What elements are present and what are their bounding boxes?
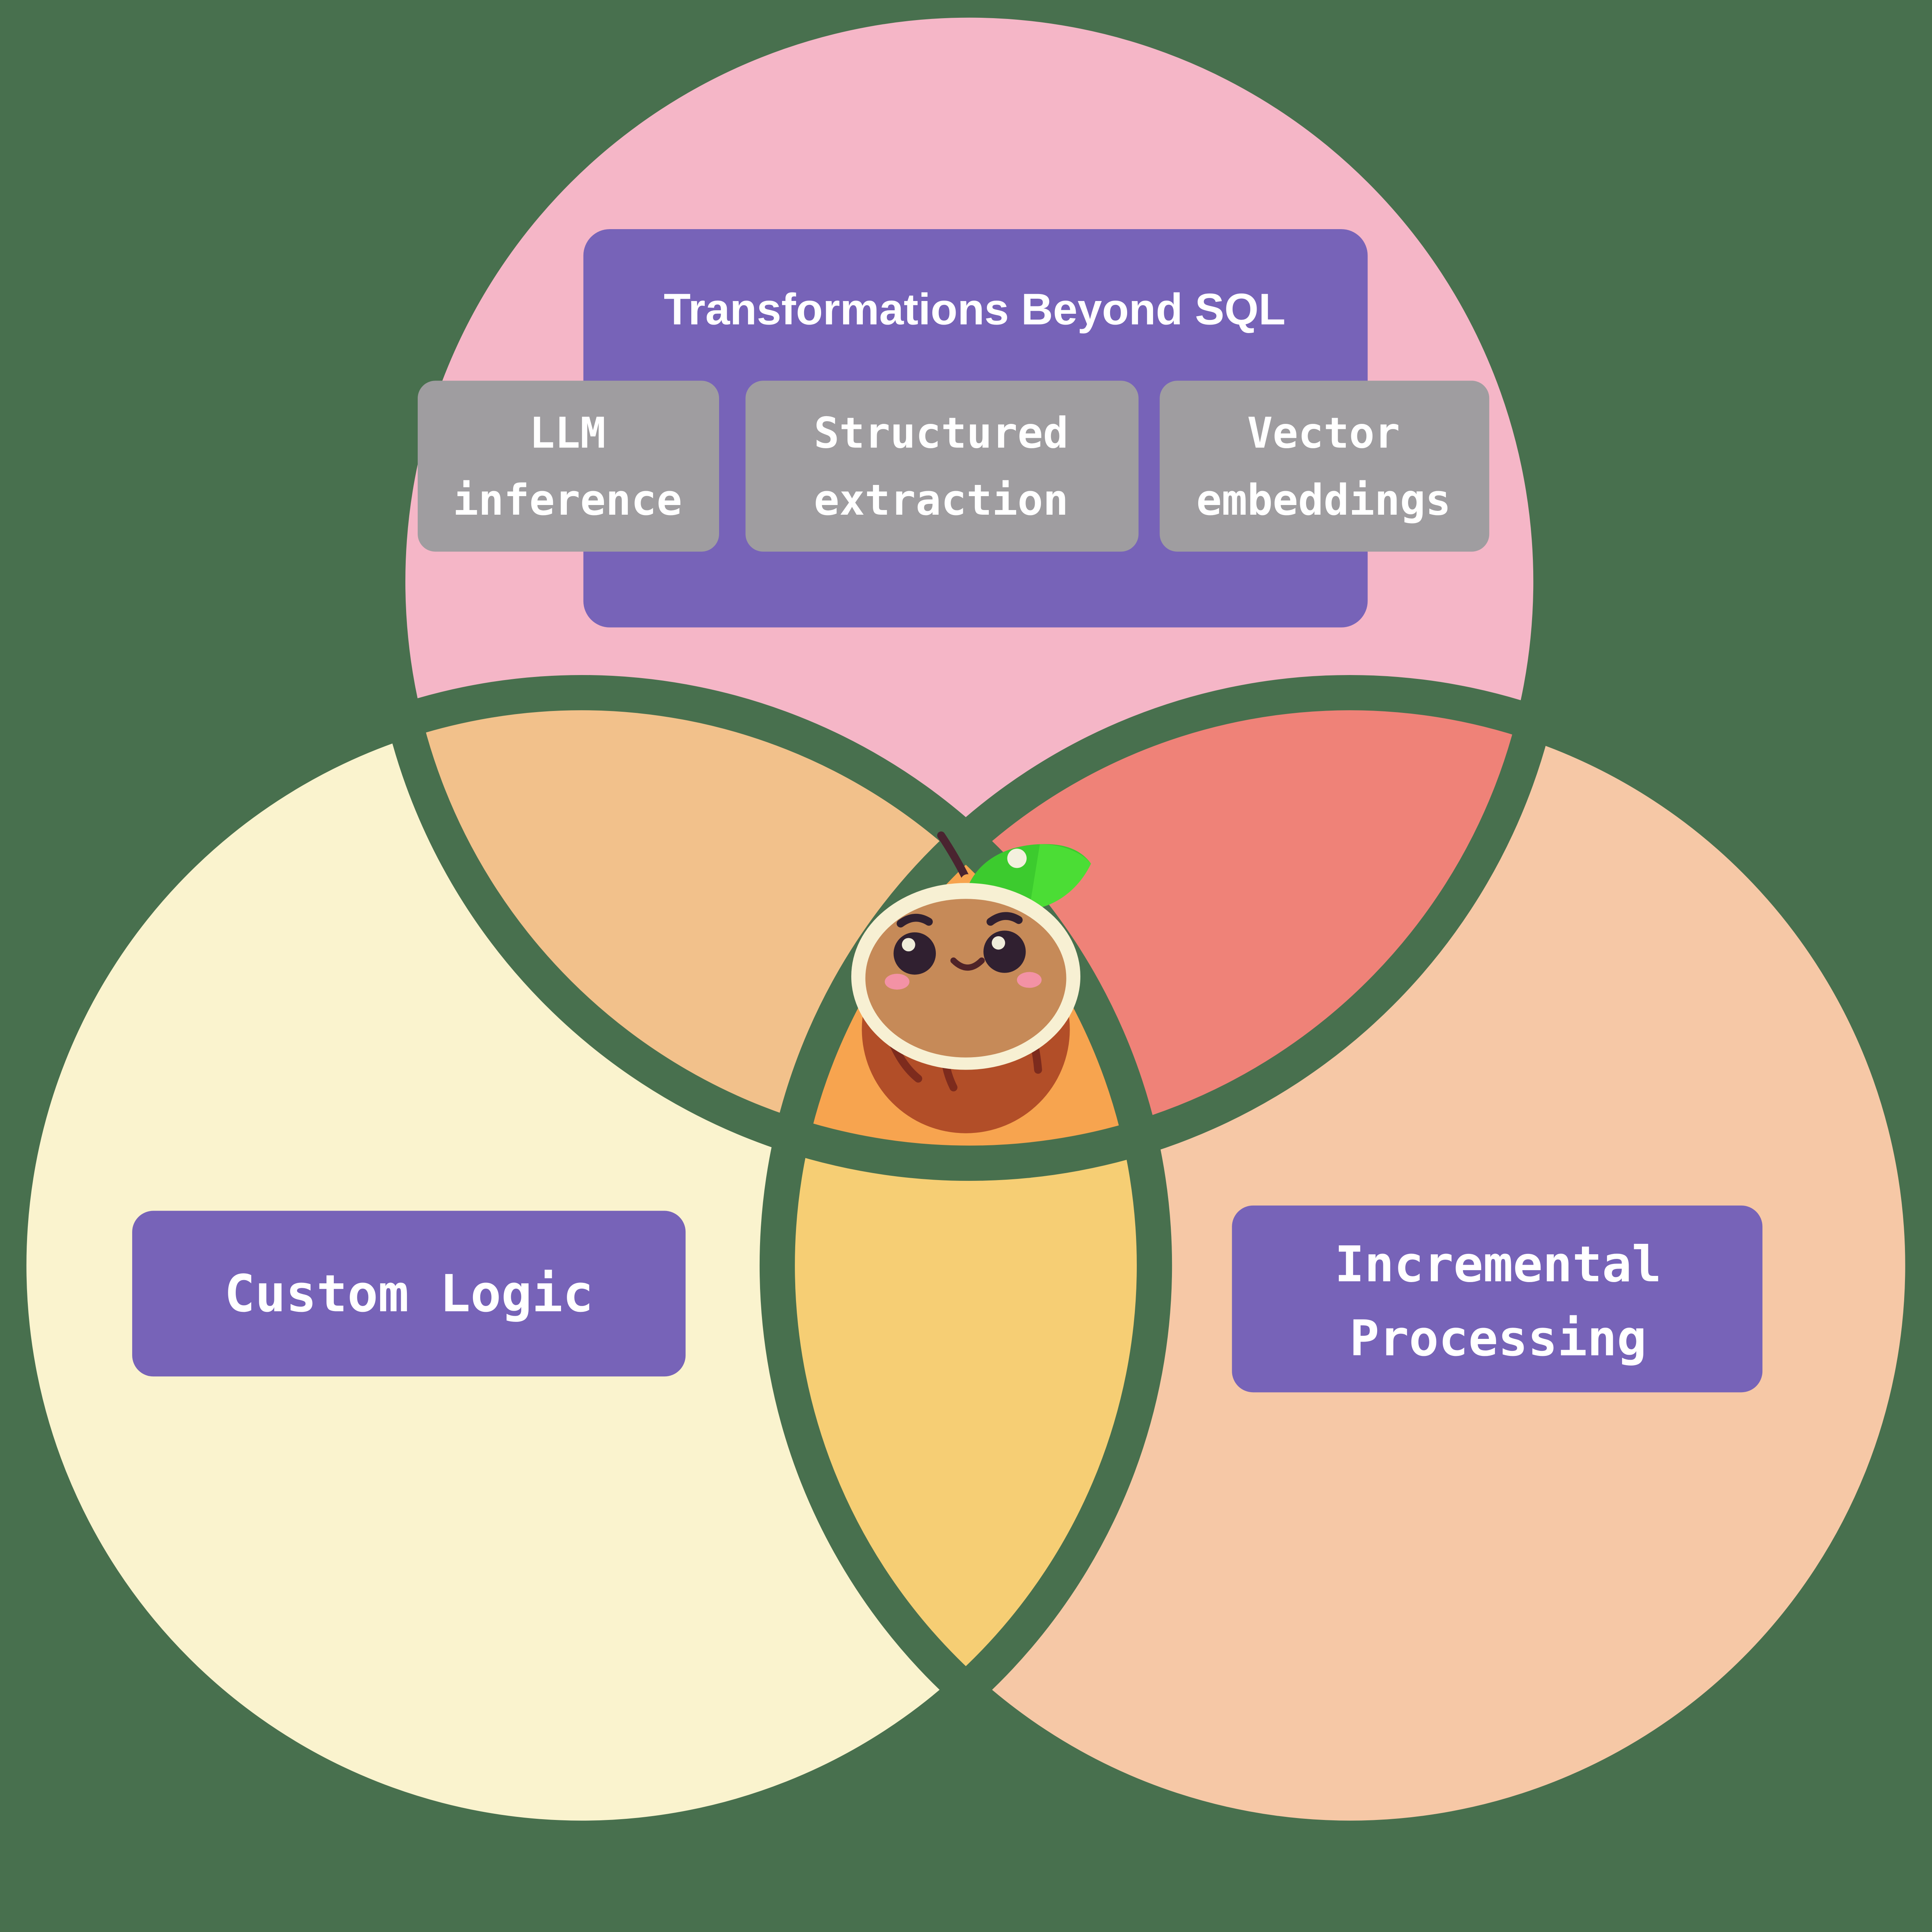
mascot-eye [983, 930, 1026, 973]
mascot-eye-highlight [901, 938, 915, 952]
custom-logic-label: Custom Logic [224, 1264, 594, 1324]
mascot-mouth [950, 957, 985, 971]
mascot-eye-highlight [992, 936, 1005, 950]
tag-vector-embeddings-line1: Vector [1247, 408, 1400, 458]
tag-llm-inference-line1: LLM [529, 408, 606, 458]
venn-diagram: Transformations Beyond SQL LLM inference… [0, 0, 1932, 1831]
tag-vector-embeddings-line2: embeddings [1196, 475, 1451, 525]
tag-llm-inference-line2: inference [453, 475, 682, 525]
tag-vector-embeddings [1160, 381, 1490, 552]
mascot-cheek [1017, 972, 1042, 988]
mascot-leaf-dot [1007, 849, 1027, 868]
custom-logic-box [132, 1211, 686, 1377]
incremental-processing-line2: Processing [1350, 1310, 1647, 1367]
mascot-cheek [884, 974, 910, 990]
right-circle-outline [760, 675, 1932, 1831]
venn-diagram-stage: Transformations Beyond SQL LLM inference… [0, 0, 1932, 1831]
tag-structured-extraction [745, 381, 1139, 552]
mascot-eyebrow [896, 913, 933, 928]
incremental-processing-box [1232, 1205, 1763, 1393]
coconut-mascot [851, 831, 1091, 1133]
incremental-processing-line1: Incremental [1335, 1236, 1662, 1293]
top-circle-outline [370, 0, 1569, 1181]
mascot-leaf-highlight [1029, 844, 1091, 910]
mascot-eye [893, 932, 936, 975]
mascot-stem [937, 831, 970, 882]
mascot-eyebrow [986, 912, 1023, 926]
tag-structured-extraction-line2: extraction [814, 475, 1068, 525]
left-circle-outline [0, 675, 1172, 1831]
tag-llm-inference [418, 381, 719, 552]
tag-structured-extraction-line1: Structured [814, 408, 1068, 458]
transformations-title: Transformations Beyond SQL [664, 285, 1286, 334]
